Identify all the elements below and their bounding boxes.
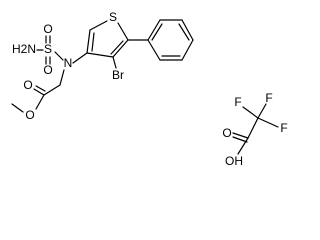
bond-c-o-carbonyl-a xyxy=(33,88,45,96)
bond-n-c4 xyxy=(72,52,88,64)
bond-c3-c4 xyxy=(86,52,114,58)
bond-ph-1-inner xyxy=(151,23,163,41)
bond-c-o-ester xyxy=(35,94,45,110)
bond-c2-c3 xyxy=(112,39,129,58)
bond-ph-1 xyxy=(147,19,161,41)
atom-label-f-right: F xyxy=(280,121,287,135)
atom-label-s-thiophene: S xyxy=(109,10,117,24)
bond-ph-3 xyxy=(181,19,194,41)
atom-label-f-left: F xyxy=(234,95,241,109)
bond-c-oh xyxy=(237,137,249,155)
atom-label-h2n: H2N xyxy=(12,42,36,56)
bond-c-o-double-b xyxy=(232,136,248,143)
bond-cf3-f-left xyxy=(242,106,259,119)
bond-ph-3-inner xyxy=(178,23,190,41)
bond-c5-s xyxy=(89,20,108,31)
main-compound-labels: H2N S O O N S Br O O xyxy=(12,10,124,122)
bond-s-c2 xyxy=(117,22,129,41)
tfa-labels: F F F O OH xyxy=(222,91,287,168)
bond-c4-c5 xyxy=(86,29,91,54)
bond-ph-4 xyxy=(181,39,194,61)
bond-s-n xyxy=(54,51,64,61)
atom-label-o-carbonyl: O xyxy=(23,78,32,92)
atom-label-br: Br xyxy=(112,68,124,82)
bond-c2-c3-inner xyxy=(110,40,124,55)
bond-ph-6 xyxy=(147,39,161,61)
bond-n-ch2 xyxy=(59,69,65,86)
atom-label-o-sulfonyl-bottom: O xyxy=(43,63,52,77)
main-compound-bonds xyxy=(11,19,194,113)
atom-label-o-acid-carbonyl: O xyxy=(222,126,231,140)
bond-cf3-f-top xyxy=(257,103,267,119)
bond-o-methyl xyxy=(11,103,24,113)
chemical-structure-diagram: H2N S O O N S Br O O F F F O OH xyxy=(11,10,288,168)
bond-c3-br xyxy=(112,56,117,69)
bond-cf3-cooh xyxy=(247,117,259,139)
bond-cf3-f-right xyxy=(257,117,279,128)
bond-c-o-carbonyl-b xyxy=(35,85,46,92)
atom-label-n: N xyxy=(64,56,73,70)
tfa-bonds xyxy=(232,103,279,155)
bond-c4-c5-inner xyxy=(91,32,95,52)
atom-label-o-sulfonyl-top: O xyxy=(43,22,52,36)
atom-label-s-sulfonyl: S xyxy=(44,42,52,56)
atom-label-o-ester: O xyxy=(25,108,34,122)
atom-label-oh: OH xyxy=(225,154,243,168)
bond-c-o-double-a xyxy=(232,132,249,139)
bond-ch2-c xyxy=(43,84,61,96)
atom-label-f-top: F xyxy=(265,91,272,105)
